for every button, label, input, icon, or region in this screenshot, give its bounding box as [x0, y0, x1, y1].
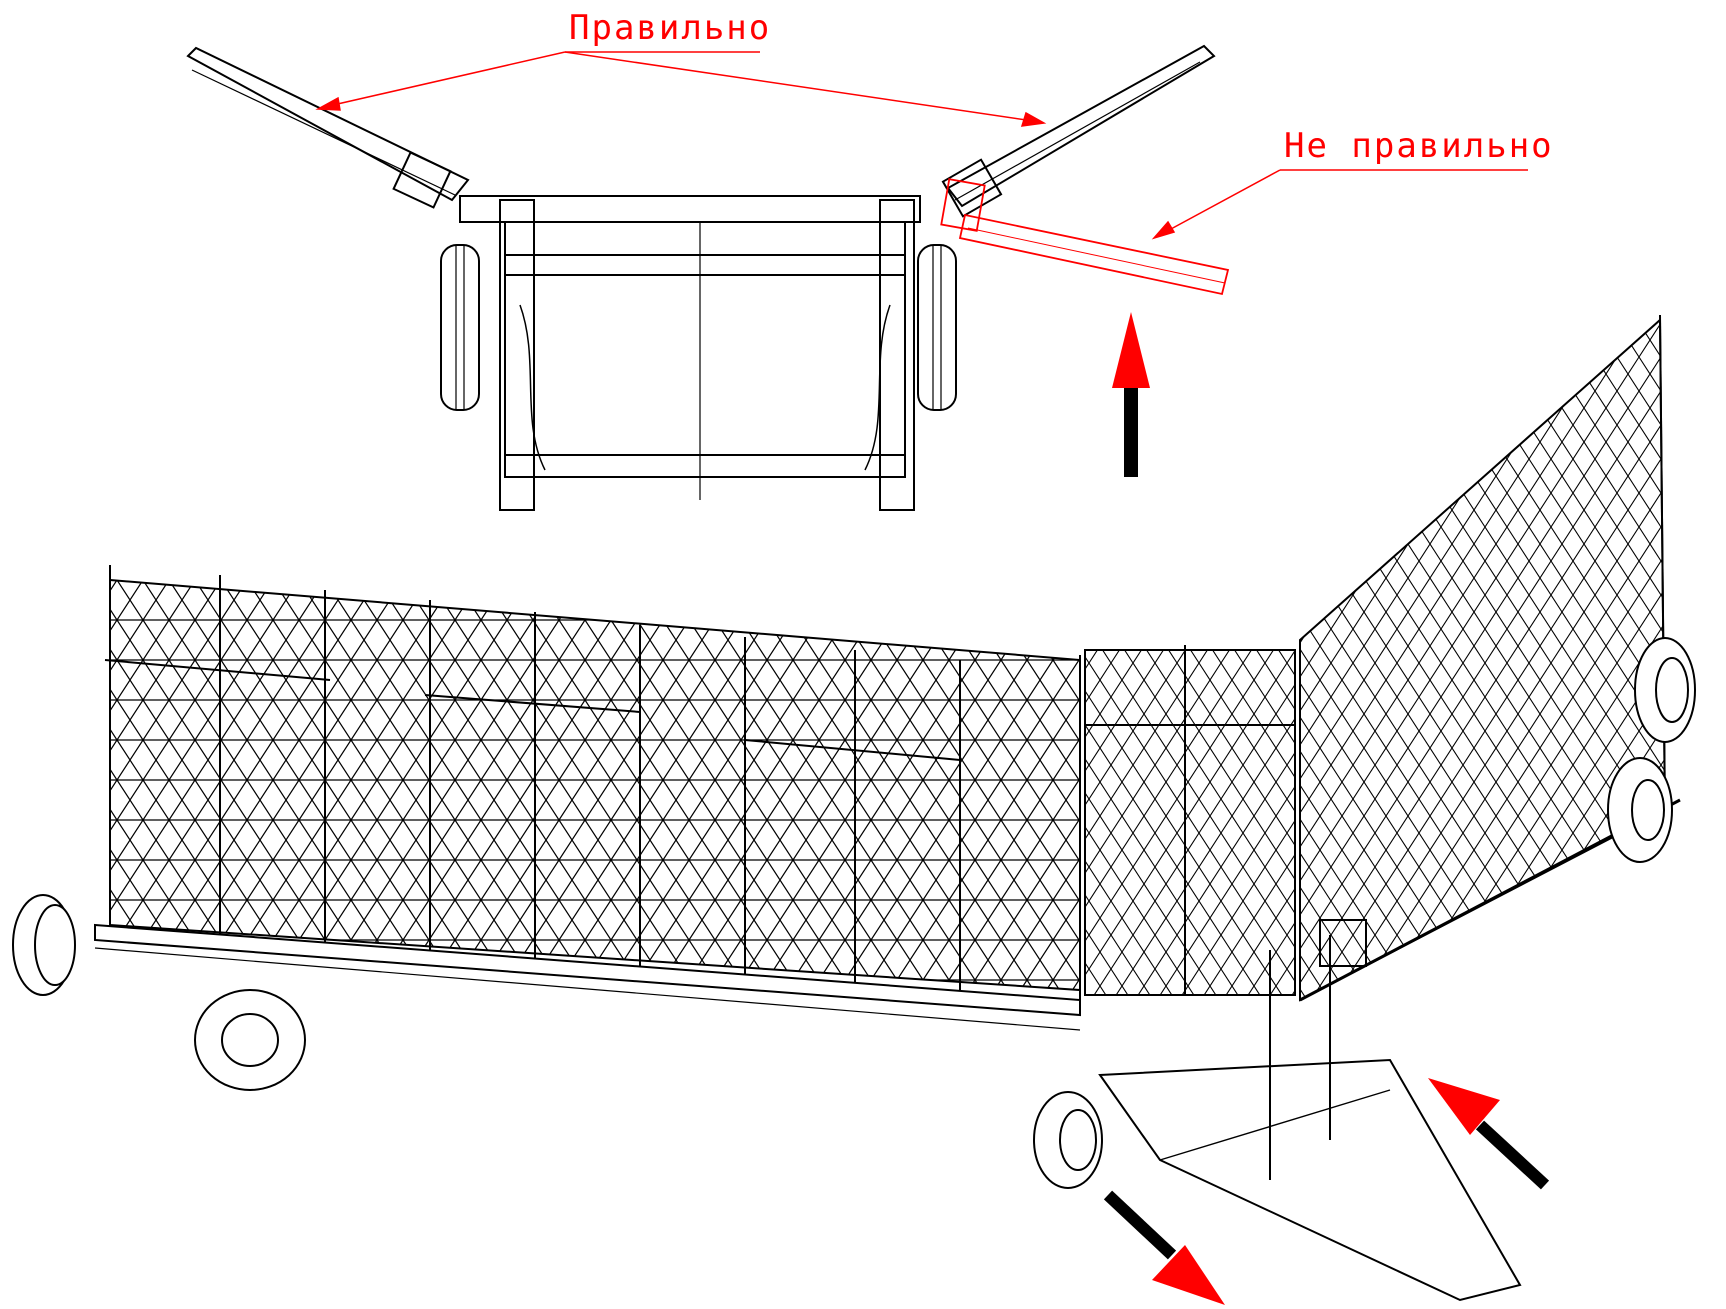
annotation-leaders: [315, 51, 1528, 240]
harrow-section-center: [1084, 645, 1296, 996]
harrow-sections-right: [1299, 314, 1681, 1002]
travel-direction-arrow-up: [1112, 312, 1150, 477]
label-incorrect: Не правильно: [1284, 126, 1554, 166]
tow-hitch: [1098, 919, 1522, 1302]
fold-direction-arrows: [1103, 1078, 1550, 1305]
transport-wheels: [12, 637, 1696, 1189]
top-view-frame: [186, 44, 1216, 511]
incorrect-wing-position: [940, 178, 1230, 296]
harrow-sections-left: [94, 565, 1295, 1031]
label-correct: Правильно: [569, 8, 772, 48]
